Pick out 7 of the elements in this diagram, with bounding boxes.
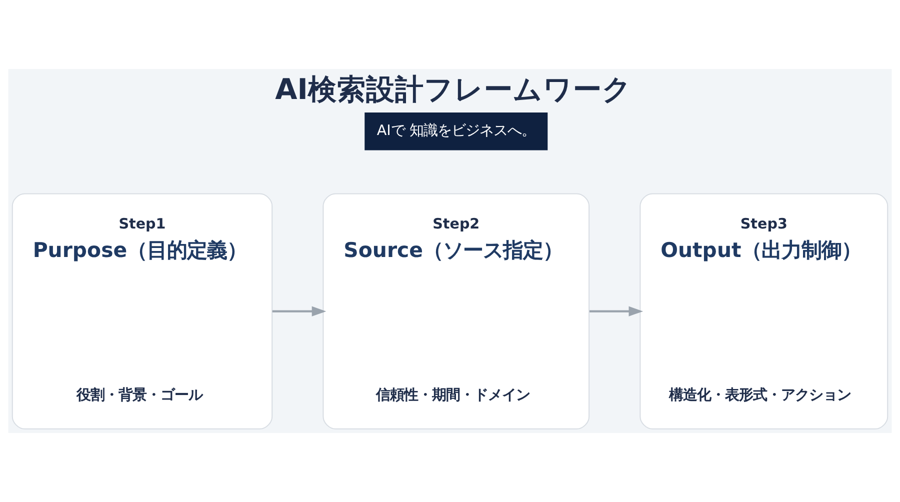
label: AIで 知識をビジネスへ。	[376, 123, 536, 140]
arrow	[589, 306, 644, 316]
diagram-title: AI検索設計フレームワーク	[275, 72, 632, 106]
node-box: Step3 Output（出力制御） 構造化・表形式・アクション	[640, 193, 888, 430]
arrow	[272, 306, 326, 316]
node-box: Step2 Source（ソース指定） 信頼性・期間・ドメイン	[322, 193, 590, 430]
node-box: Step1 Purpose（目的定義） 役割・背景・ゴール	[12, 193, 273, 430]
